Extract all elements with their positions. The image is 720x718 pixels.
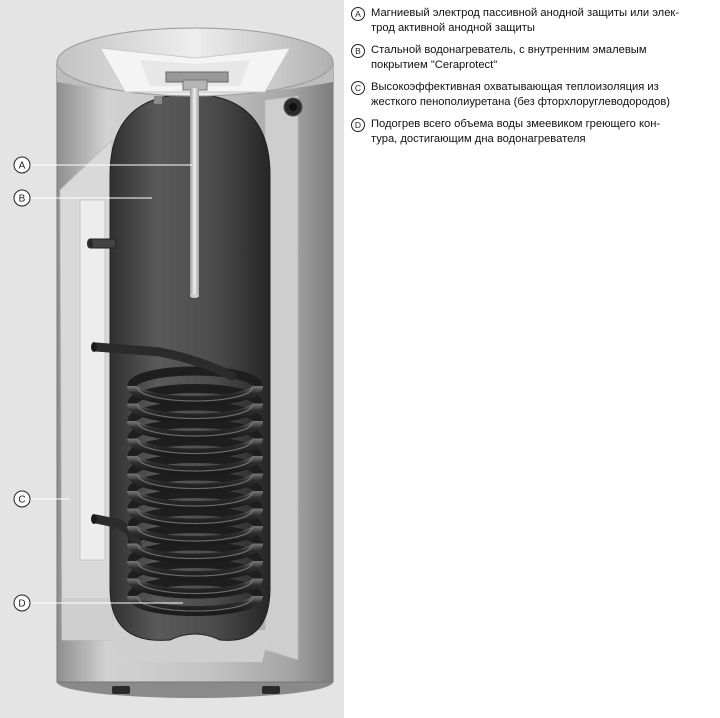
legend-item-a: A Магниевый электрод пассивной анодной з… bbox=[351, 6, 716, 36]
svg-text:A: A bbox=[19, 161, 26, 172]
callout-A: A bbox=[13, 156, 31, 174]
legend-marker-a: A bbox=[351, 7, 365, 21]
legend-item-c: C Высокоэффективная охватывающая теплоиз… bbox=[351, 80, 716, 110]
upper-nozzle bbox=[87, 238, 117, 249]
top-lid bbox=[56, 27, 334, 97]
svg-text:D: D bbox=[18, 599, 25, 610]
legend-marker-d: D bbox=[351, 118, 365, 132]
legend-marker-c: C bbox=[351, 81, 365, 95]
legend-list: A Магниевый электрод пассивной анодной з… bbox=[351, 6, 716, 154]
feet bbox=[112, 686, 280, 694]
legend-text-a: Магниевый электрод пассивной анодной защ… bbox=[371, 7, 680, 34]
legend-text-b: Стальной водонагреватель, с внутренним э… bbox=[371, 44, 647, 71]
legend-item-d: D Подогрев всего объема воды змеевиком г… bbox=[351, 117, 716, 147]
heating-coil bbox=[91, 342, 263, 616]
legend-text-c: Высокоэффективная охватывающая теплоизол… bbox=[371, 81, 670, 108]
svg-text:C: C bbox=[18, 495, 25, 506]
legend-marker-b: B bbox=[351, 44, 365, 58]
legend-item-b: B Стальной водонагреватель, с внутренним… bbox=[351, 43, 716, 73]
side-port bbox=[283, 97, 303, 117]
callout-D: D bbox=[13, 594, 31, 612]
legend-text-d: Подогрев всего объема воды змеевиком гре… bbox=[371, 118, 661, 145]
anode-rod bbox=[182, 79, 208, 298]
water-heater-cutaway-diagram: A B C D bbox=[13, 27, 334, 698]
leader-lines bbox=[31, 164, 192, 604]
callout-C: C bbox=[13, 490, 31, 508]
callout-B: B bbox=[13, 189, 31, 207]
svg-text:B: B bbox=[19, 194, 26, 205]
